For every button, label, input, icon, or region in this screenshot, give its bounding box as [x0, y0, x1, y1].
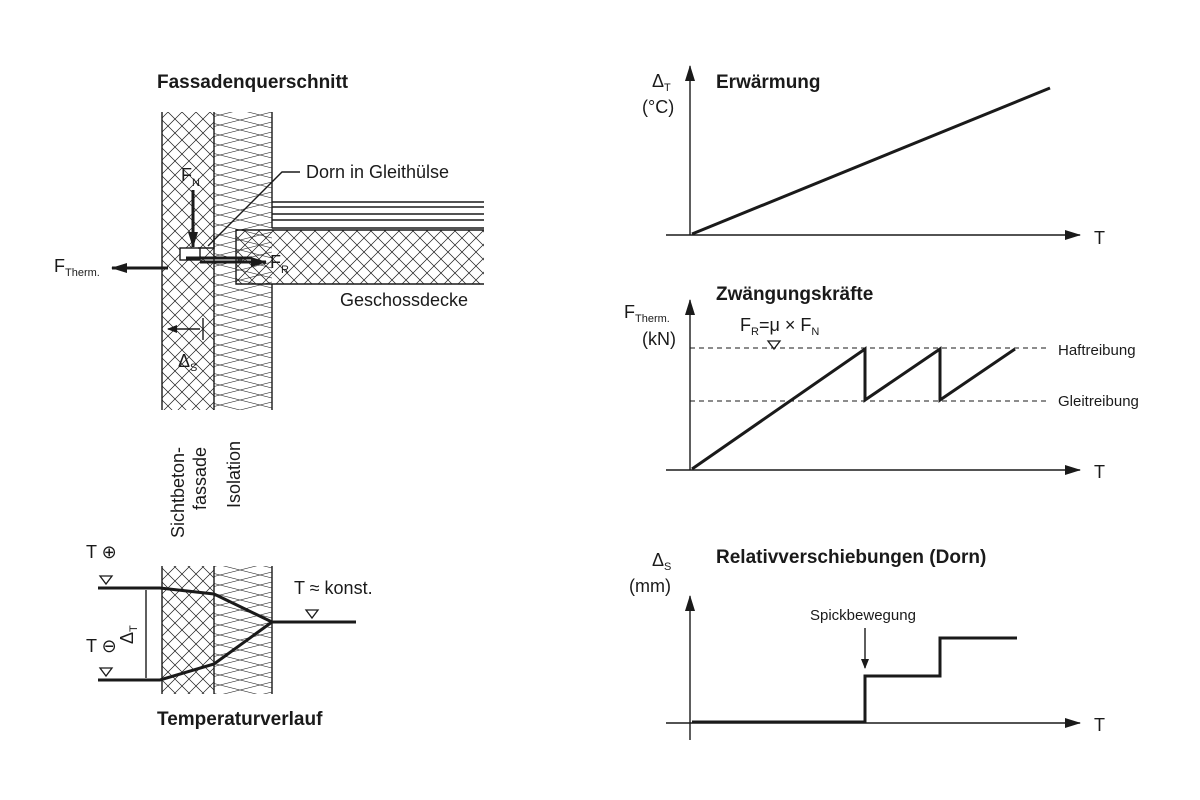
- displacement-xlabel: T: [1094, 715, 1105, 735]
- heating-ylabel-unit: (°C): [642, 97, 674, 117]
- forces-title: Zwängungskräfte: [716, 284, 873, 305]
- forces-xlabel: T: [1094, 462, 1105, 482]
- level-marker-warm: [98, 575, 114, 586]
- forces-ylabel-unit: (kN): [642, 329, 676, 349]
- heating-xlabel: T: [1094, 228, 1105, 248]
- temperature-profile: ΔT T ⊕ T ⊖ T ≈ konst. Temperaturverlauf: [86, 542, 373, 730]
- chart-displacement: ΔS (mm) Relativverschiebungen (Dorn) Spi…: [629, 547, 1105, 740]
- heating-line: [691, 86, 1051, 236]
- chart-heating: ΔT (°C) Erwärmung T: [642, 65, 1105, 248]
- delta-t-label: ΔT: [117, 625, 140, 644]
- temperature-profile-title: Temperaturverlauf: [157, 709, 323, 730]
- spike-annotation-label: Spickbewegung: [810, 607, 916, 624]
- dowel-label: Dorn in Gleithülse: [306, 162, 449, 182]
- level-marker-constant: [304, 609, 320, 620]
- temp-constant-label: T ≈ konst.: [294, 578, 373, 598]
- forces-ylabel: FTherm.: [624, 302, 670, 325]
- heating-title: Erwärmung: [716, 72, 821, 93]
- temperature-line-cold: [98, 620, 273, 682]
- static-friction-label: Haftreibung: [1058, 342, 1136, 359]
- fn-label: FN: [181, 165, 200, 189]
- sliding-friction-label: Gleitreibung: [1058, 393, 1139, 410]
- facade-label-line1: Sichtbeton-: [168, 447, 188, 538]
- slab-label: Geschossdecke: [340, 290, 468, 310]
- displacement-ylabel-unit: (mm): [629, 576, 671, 596]
- fr-label: FR: [270, 252, 289, 276]
- heating-ylabel: ΔT: [652, 71, 671, 94]
- ds-label: ΔS: [178, 351, 197, 374]
- ftherm-label: FTherm.: [54, 256, 100, 279]
- temp-plus-label: T ⊕: [86, 542, 117, 562]
- facade-label-line2: fassade: [190, 447, 210, 510]
- facade-cross-section: Fassadenquerschnitt Dorn in Gleithülse F…: [54, 72, 484, 538]
- temp-minus-label: T ⊖: [86, 636, 117, 656]
- displacement-step-line: [692, 636, 1017, 724]
- forces-sawtooth-line: [691, 346, 1016, 471]
- insulation-label: Isolation: [224, 441, 244, 508]
- level-marker-cold: [98, 667, 114, 678]
- floor-slab: [236, 230, 484, 284]
- friction-formula: FR=μ × FN: [740, 315, 819, 338]
- displacement-title: Relativverschiebungen (Dorn): [716, 547, 986, 568]
- cross-section-title: Fassadenquerschnitt: [157, 72, 349, 93]
- temperature-line-warm: [98, 586, 273, 624]
- friction-marker: [766, 340, 782, 351]
- dowel-leader-line: [207, 171, 300, 247]
- chart-forces: FTherm. (kN) Zwängungskräfte FR=μ × FN H…: [624, 284, 1139, 482]
- displacement-ylabel: ΔS: [652, 550, 671, 573]
